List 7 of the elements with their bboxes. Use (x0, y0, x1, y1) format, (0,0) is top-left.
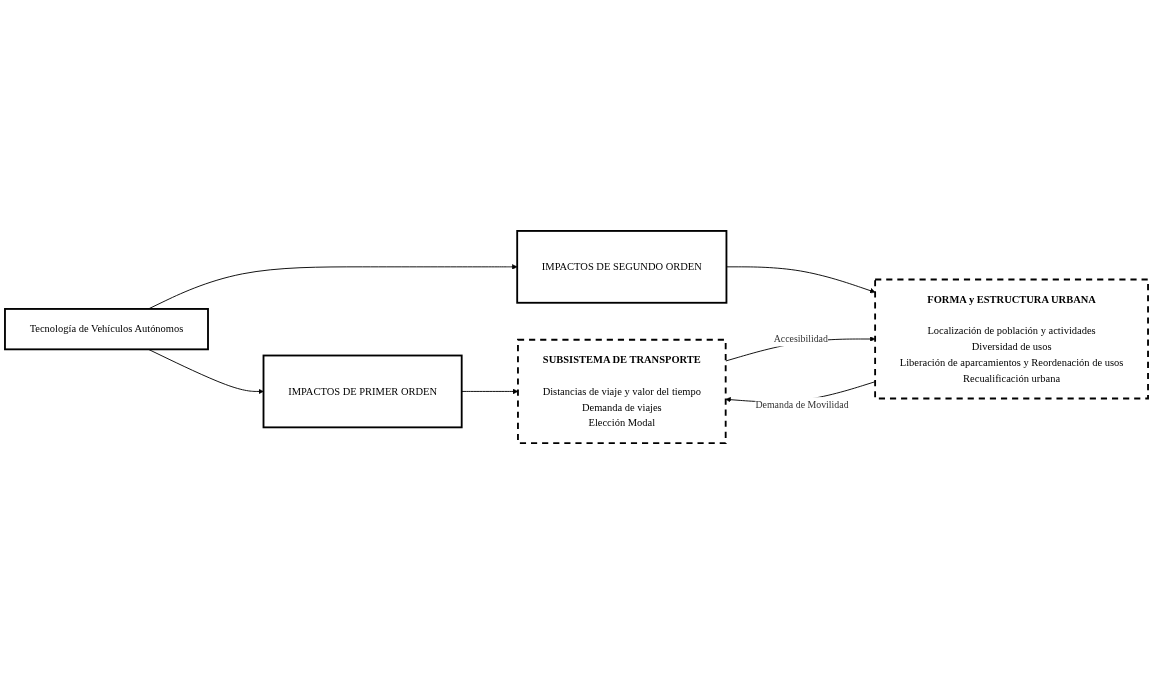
node-box: IMPACTOS DE PRIMER ORDEN (262, 355, 463, 429)
edge-label: Demanda de Movilidad (755, 399, 849, 411)
edge-label: Accesibilidad (773, 333, 828, 345)
node-box: FORMA y ESTRUCTURA URBANA Localización de población y actividades Diversidad de usos Liberación de aparcamientos y Reordenación de usos Recualificación urbana (874, 279, 1149, 400)
node-box: Tecnología de Vehículos Autónomos (4, 308, 209, 351)
node-box: IMPACTOS DE SEGUNDO ORDEN (516, 230, 728, 305)
node-box: SUBSISTEMA DE TRANSPORTE Distancias de viaje y valor del tiempo Demanda de viajes Elección Modal (517, 339, 727, 445)
